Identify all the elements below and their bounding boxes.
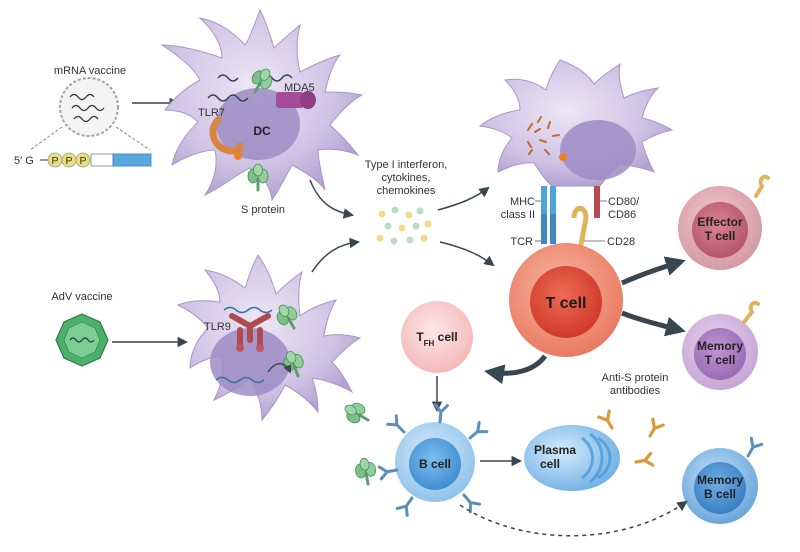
adv-vaccine: AdV vaccine — [51, 291, 113, 367]
tcr-icon — [754, 174, 770, 198]
antigen-presenting-cell: MHC class II CD80/ CD86 TCR CD28 — [478, 59, 674, 251]
memory-t-label-1: Memory — [697, 339, 743, 353]
mhc-molecule-icon — [541, 186, 547, 214]
t-cell-label: T cell — [546, 295, 587, 312]
dc-adv-nucleus — [210, 328, 290, 396]
cd28-molecule-icon — [571, 205, 589, 251]
phosphate-icon — [75, 152, 91, 168]
arrow-dc-to-cytokines — [309, 179, 355, 219]
tcr-icon — [742, 300, 760, 324]
phosphate-label: P — [65, 155, 72, 167]
cytokines-cluster: Type I interferon, cytokines, chemokines — [365, 159, 448, 245]
tcr-molecule-icon — [541, 214, 547, 244]
effector-t-cell: Effector T cell — [678, 174, 770, 270]
mda5-label: MDA5 — [284, 82, 315, 94]
cytokines-label-3: chemokines — [377, 185, 436, 197]
plasma-label-2: cell — [540, 457, 560, 471]
phosphate-label: P — [79, 155, 86, 167]
mhc-label-1: MHC — [510, 196, 535, 208]
plasma-cell-body — [524, 425, 620, 491]
b-cell-label: B cell — [419, 457, 451, 471]
cd28-label: CD28 — [607, 236, 635, 248]
tcr-label: TCR — [510, 236, 533, 248]
cd80-molecule-icon — [594, 186, 600, 218]
arrow-bcell-to-memory-b — [459, 500, 688, 537]
memory-b-label-1: Memory — [697, 473, 743, 487]
cd80-label-2: CD86 — [608, 209, 636, 221]
bound-s-protein-icon — [352, 455, 380, 488]
anti-s-antibodies: Anti-S protein antibodies — [597, 372, 669, 470]
mrna-vaccine-label: mRNA vaccine — [54, 65, 126, 77]
tlr9-label: TLR9 — [204, 321, 231, 333]
plasma-cell: Plasma cell — [524, 425, 620, 491]
arrow-cytokines-to-tcell — [439, 241, 495, 267]
mda5-receptor-icon — [276, 92, 304, 108]
arrow-tcell-to-effector — [620, 256, 686, 286]
plasma-label-1: Plasma — [534, 443, 576, 457]
cd80-label-1: CD80/ — [608, 196, 640, 208]
viral-dna-icon — [223, 306, 273, 314]
dendritic-cell-adv: TLR9 — [176, 254, 362, 422]
tfh-cell-body — [401, 301, 473, 373]
memory-b-cell: Memory B cell — [682, 436, 764, 524]
mrna-5prime-label: 5′ G — [14, 155, 34, 167]
memory-b-label-2: B cell — [704, 487, 736, 501]
tlr7-label: TLR7 — [198, 107, 225, 119]
coding-sequence-icon — [112, 153, 152, 167]
mrna-strand-icon — [69, 93, 95, 101]
adv-vaccine-label: AdV vaccine — [51, 291, 112, 303]
arrow-cytokines-to-apc — [437, 186, 490, 211]
apc-nucleus — [560, 120, 636, 180]
mrna-vaccine: mRNA vaccine 5′ G P P P — [14, 65, 152, 168]
cytokines-label-2: cytokines, — [382, 172, 431, 184]
t-cell: T cell — [509, 243, 623, 357]
tlr7-receptor-icon — [209, 116, 244, 155]
tfh-cell: TFH cell — [401, 301, 473, 373]
t-cell-nucleus — [530, 266, 602, 338]
cytokines-label-1: Type I interferon, — [365, 159, 448, 171]
effector-label-2: T cell — [705, 229, 736, 243]
dendritic-cell: TLR7 MDA5 DC S protein — [160, 8, 364, 216]
effector-label-1: Effector — [697, 215, 743, 229]
antibodies-label-1: Anti-S protein — [602, 372, 669, 384]
arrow-dcadv-to-cytokines — [311, 237, 361, 273]
tfh-label: TFH cell — [416, 330, 457, 348]
memory-t-label-2: T cell — [705, 353, 736, 367]
bound-s-protein-icon — [338, 396, 375, 431]
arrow-tcell-to-tfh — [484, 354, 548, 385]
peptide-fragments-icon — [527, 116, 560, 155]
dc-label: DC — [253, 124, 271, 138]
arrow-tcell-to-memory-t — [621, 310, 686, 337]
memory-t-cell: Memory T cell — [682, 300, 760, 390]
antibodies-label-2: antibodies — [610, 385, 661, 397]
b-cell: B cell — [377, 403, 489, 517]
mhc-label-2: class II — [501, 209, 535, 221]
s-protein-label: S protein — [241, 204, 285, 216]
mrna-strand-icon — [207, 94, 249, 102]
phosphate-label: P — [51, 155, 58, 167]
tlr9-receptor-icon — [229, 313, 271, 348]
